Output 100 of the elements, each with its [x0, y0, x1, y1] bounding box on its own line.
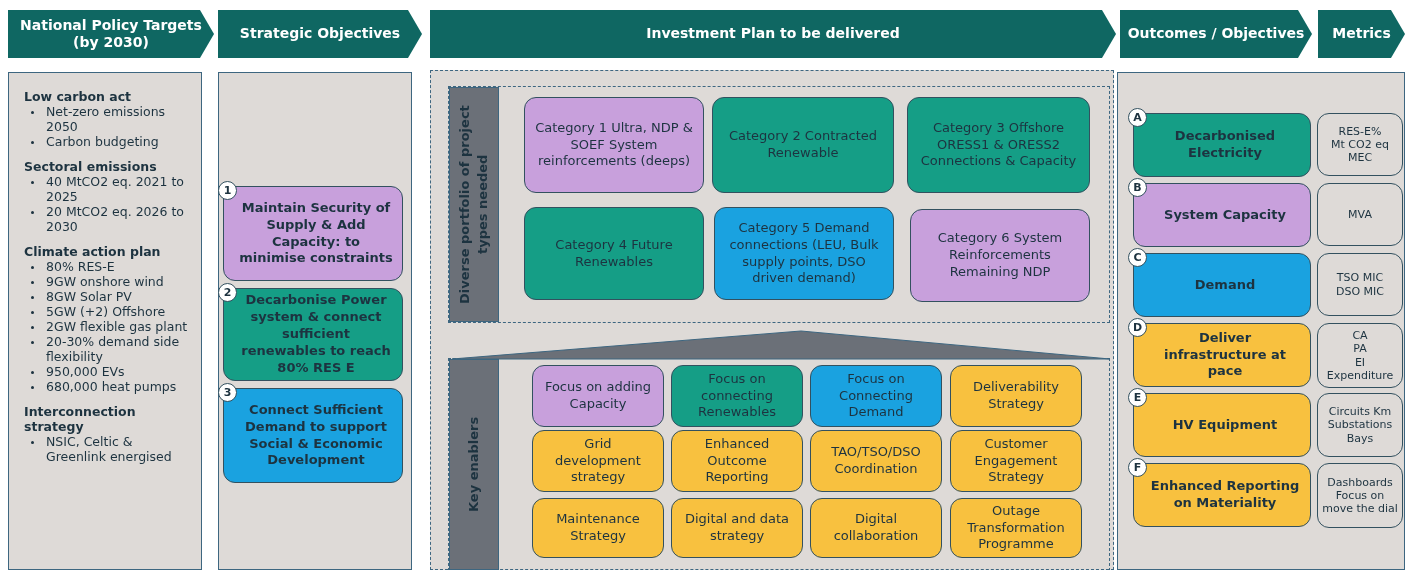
card-text: Deliver infrastructure at pace	[1162, 329, 1288, 381]
metric-text: Circuits Km	[1328, 405, 1392, 419]
card-text: Demand	[1194, 276, 1256, 294]
bullet-item: NSIC, Celtic & Greenlink energised	[24, 434, 191, 464]
section-heading: Sectoral emissions	[24, 159, 158, 174]
metric-card	[1317, 183, 1403, 246]
metric-text: Mt CO2 eq	[1331, 137, 1389, 152]
section-heading: Climate action plan	[24, 244, 162, 259]
category-card	[671, 498, 803, 558]
column-heading: Investment Plan to be delivered	[646, 25, 900, 43]
roof-triangle	[452, 330, 1111, 360]
card-text: Focus on Connecting Demand	[838, 370, 914, 422]
card-text: Category 6 System Reinforcements Remaining NDP	[936, 230, 1064, 281]
section-heading: Low carbon act	[24, 89, 133, 104]
category-card	[524, 207, 704, 300]
category-card	[524, 97, 704, 193]
card-text: Maintain Security of Supply & Add Capacity: to minimise constraints	[238, 199, 394, 268]
metric-card	[1317, 393, 1403, 457]
card-text: Category 2 Contracted Renewable	[727, 128, 879, 162]
metric-text: MEC	[1347, 151, 1373, 165]
bullet-item: 5GW (+2) Offshore	[24, 304, 191, 319]
metric-text: Expenditure	[1326, 368, 1394, 382]
policy-panel	[8, 72, 202, 570]
metric-card	[1317, 463, 1403, 528]
category-card	[810, 498, 942, 558]
card-text: Decarbonised Electricity	[1173, 128, 1277, 162]
card-text: Maintenance Strategy	[555, 511, 641, 545]
column-heading: Strategic Objectives	[239, 25, 401, 43]
bullet-item: 20 MtCO2 eq. 2026 to 2030	[24, 204, 191, 234]
column-header-band	[8, 10, 214, 58]
card-text: Connect Sufficient Demand to support Social & Economic Development	[244, 401, 388, 470]
metric-text: DSO MIC	[1336, 284, 1384, 298]
bullet-item: 20-30% demand side flexibility	[24, 334, 191, 364]
column-header-band	[430, 10, 1116, 58]
letter-badge: 1	[218, 181, 237, 200]
category-card	[714, 207, 894, 300]
bullet-item: 680,000 heat pumps	[24, 379, 191, 394]
letter-badge: C	[1128, 248, 1147, 267]
card-text: Focus on adding Capacity	[543, 379, 653, 413]
card-text: Deliverability Strategy	[971, 379, 1061, 413]
bullet-item: 40 MtCO2 eq. 2021 to 2025	[24, 174, 191, 204]
column-heading: Outcomes / Objectives	[1127, 25, 1305, 43]
category-card	[671, 365, 803, 427]
card-text: Category 3 Offshore ORESS1 & ORESS2 Connections & Capacity	[919, 119, 1078, 171]
letter-badge: 3	[218, 383, 237, 402]
bullet-item: 950,000 EVs	[24, 364, 191, 379]
card-text: Grid development strategy	[554, 435, 642, 487]
card-text: Enhanced Reporting on Materiality	[1149, 478, 1301, 512]
metric-text: MVA	[1348, 207, 1372, 222]
section-label: Key enablers	[449, 359, 499, 570]
category-card	[810, 365, 942, 427]
category-card	[907, 97, 1090, 193]
category-card	[532, 430, 664, 492]
column-heading: Metrics	[1332, 25, 1391, 43]
column-header-band	[218, 10, 422, 58]
metric-text: CA	[1352, 329, 1368, 343]
metric-text: Dashboards	[1327, 475, 1393, 489]
category-card	[532, 365, 664, 427]
section-label: Diverse portfolio of project types needed	[449, 87, 499, 322]
dashed-section	[448, 358, 1110, 570]
card-text: Category 1 Ultra, NDP & SOEF System reinforcements (deeps)	[534, 119, 694, 171]
column-panel	[1117, 72, 1405, 570]
metric-text: PA	[1353, 342, 1367, 356]
card-text: Outage Transformation Programme	[966, 502, 1066, 554]
letter-badge: 2	[218, 283, 237, 302]
card-text: Category 5 Demand connections (LEU, Bulk supply points, DSO driven demand)	[728, 219, 880, 288]
metric-text: Focus on move the dial	[1322, 488, 1398, 516]
category-card	[950, 365, 1082, 427]
letter-badge: D	[1128, 318, 1147, 337]
metric-text: TSO MIC	[1336, 271, 1384, 285]
category-card	[532, 498, 664, 558]
metric-card	[1317, 323, 1403, 388]
section-heading: Interconnection strategy	[24, 404, 137, 434]
bullet-item: 80% RES-E	[24, 259, 191, 274]
metric-text: RES-E%	[1338, 124, 1382, 138]
bullet-item: 8GW Solar PV	[24, 289, 191, 304]
card-text: Decarbonise Power system & connect sufficient renewables to reach 80% RES E	[240, 292, 392, 377]
metric-text: Bays	[1346, 431, 1374, 445]
dashed-section	[448, 86, 1110, 323]
category-card	[950, 498, 1082, 558]
letter-badge: A	[1128, 108, 1147, 127]
category-card	[910, 209, 1090, 302]
category-card	[712, 97, 894, 193]
letter-badge: B	[1128, 178, 1147, 197]
card-text: Digital and data strategy	[683, 511, 791, 545]
letter-badge: E	[1128, 388, 1147, 407]
bullet-item: Carbon budgeting	[24, 134, 191, 149]
column-panel	[218, 72, 412, 570]
card-text: TAO/TSO/DSO Coordination	[830, 444, 922, 478]
letter-badge: F	[1128, 458, 1147, 477]
metric-card	[1317, 113, 1403, 176]
card-text: Enhanced Outcome Reporting	[703, 435, 771, 487]
column-header-band	[1318, 10, 1405, 58]
card-text: Focus on connecting Renewables	[697, 370, 777, 422]
category-card	[950, 430, 1082, 492]
investment-panel	[430, 70, 1114, 570]
card-text: Category 4 Future Renewables	[554, 236, 674, 271]
metric-card	[1317, 253, 1403, 316]
card-text: Digital collaboration	[832, 511, 920, 545]
bullet-item: 2GW flexible gas plant	[24, 319, 191, 334]
